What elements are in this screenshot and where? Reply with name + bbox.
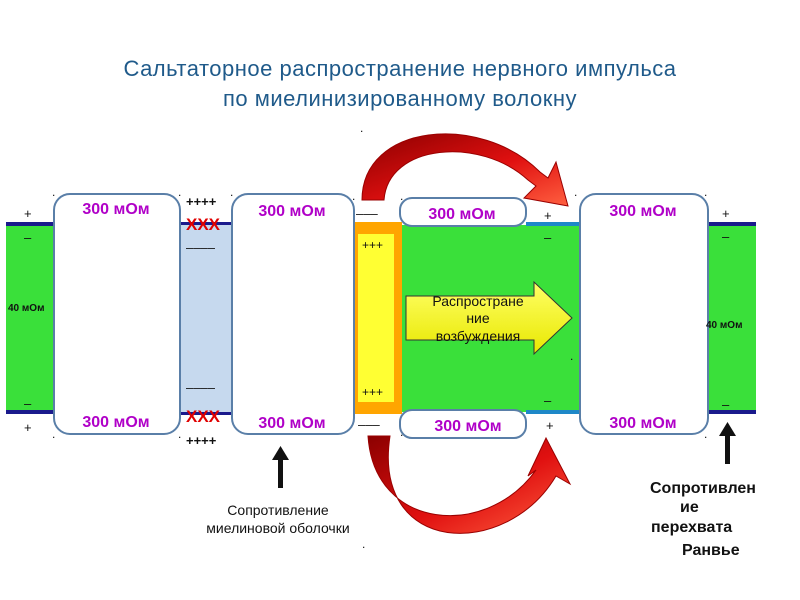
- myelin-block-1: [54, 194, 180, 434]
- axon-segment-right: [706, 225, 756, 412]
- dot-mark: .: [362, 537, 365, 551]
- dot-mark: .: [230, 185, 233, 199]
- dot-mark: .: [178, 427, 181, 441]
- dot-mark: .: [570, 349, 573, 363]
- pointer-arrow-myelin: [272, 446, 289, 488]
- membrane-line: [706, 410, 756, 414]
- dot-mark: .: [52, 427, 55, 441]
- current-loop-arrow-bottom: [368, 436, 570, 533]
- ranvier-node-excited: [358, 234, 394, 402]
- myelin-resistance-label: 300 мОм: [82, 414, 149, 431]
- charge-plus: +: [544, 208, 552, 223]
- dot-mark: .: [400, 425, 403, 439]
- charge-minus: –: [722, 397, 730, 412]
- caption-ranvier-line1: Сопротивлен: [650, 480, 756, 497]
- myelin-resistance-label: 300 мОм: [82, 201, 149, 218]
- dot-mark: .: [704, 427, 707, 441]
- charge-plus: +: [24, 206, 32, 221]
- myelin-resistance-label: 300 мОм: [609, 415, 676, 432]
- myelin-resistance-label: 300 мОм: [428, 206, 495, 223]
- charge-plus-group: ++++: [186, 433, 217, 448]
- charge-plus: +: [24, 420, 32, 435]
- myelin-resistance-label: 300 мОм: [258, 415, 325, 432]
- dot-mark: .: [178, 185, 181, 199]
- charge-minus-group: –––: [356, 206, 378, 221]
- myelin-resistance-label: 300 мОм: [434, 418, 501, 435]
- charge-plus-group: +++: [362, 385, 383, 399]
- caption-myelin-line1: Сопротивление: [227, 502, 329, 518]
- node-resistance-label: 40 мОм: [706, 320, 742, 331]
- blocked-channel-mark: ХХХ: [186, 407, 221, 426]
- myelin-block-4: [580, 194, 708, 434]
- charge-minus: –: [24, 396, 32, 411]
- propagation-arrow-label-line1: Распростране: [432, 293, 524, 309]
- charge-minus: –: [24, 230, 32, 245]
- charge-minus-group: ––––: [186, 380, 216, 395]
- charge-plus: +: [722, 206, 730, 221]
- charge-plus-group: ++++: [186, 194, 217, 209]
- axon-segment-left: [6, 225, 56, 412]
- propagation-arrow-label-line2: ние: [466, 310, 490, 326]
- myelin-block-2: [232, 194, 354, 434]
- dot-mark: .: [574, 185, 577, 199]
- charge-minus: –: [722, 229, 730, 244]
- membrane-line: [6, 222, 56, 226]
- blocked-channel-mark: ХХХ: [186, 215, 221, 234]
- charge-minus: –: [544, 230, 552, 245]
- caption-myelin-line2: миелиновой оболочки: [206, 520, 349, 536]
- propagation-arrow-label-line3: возбуждения: [436, 328, 521, 344]
- node-resistance-label: 40 мОм: [8, 303, 44, 314]
- charge-plus-group: +++: [362, 238, 383, 252]
- current-loop-arrow-top: [362, 134, 568, 206]
- dot-mark: .: [52, 185, 55, 199]
- myelin-resistance-label: 300 мОм: [258, 203, 325, 220]
- charge-minus-group: ––––: [186, 240, 216, 255]
- charge-plus: +: [546, 418, 554, 433]
- caption-ranvier-line4: Ранвье: [682, 542, 740, 559]
- dot-mark: .: [352, 189, 355, 203]
- caption-ranvier-line3: перехвата: [651, 519, 732, 536]
- caption-ranvier-line2: ие: [680, 499, 699, 516]
- membrane-line: [706, 222, 756, 226]
- dot-mark: .: [704, 185, 707, 199]
- dot-mark: .: [360, 121, 363, 135]
- dot-mark: .: [400, 189, 403, 203]
- membrane-line: [526, 222, 582, 226]
- membrane-line: [526, 410, 582, 414]
- myelin-resistance-label: 300 мОм: [609, 203, 676, 220]
- charge-minus: –: [544, 393, 552, 408]
- charge-minus-group: –––: [358, 417, 380, 432]
